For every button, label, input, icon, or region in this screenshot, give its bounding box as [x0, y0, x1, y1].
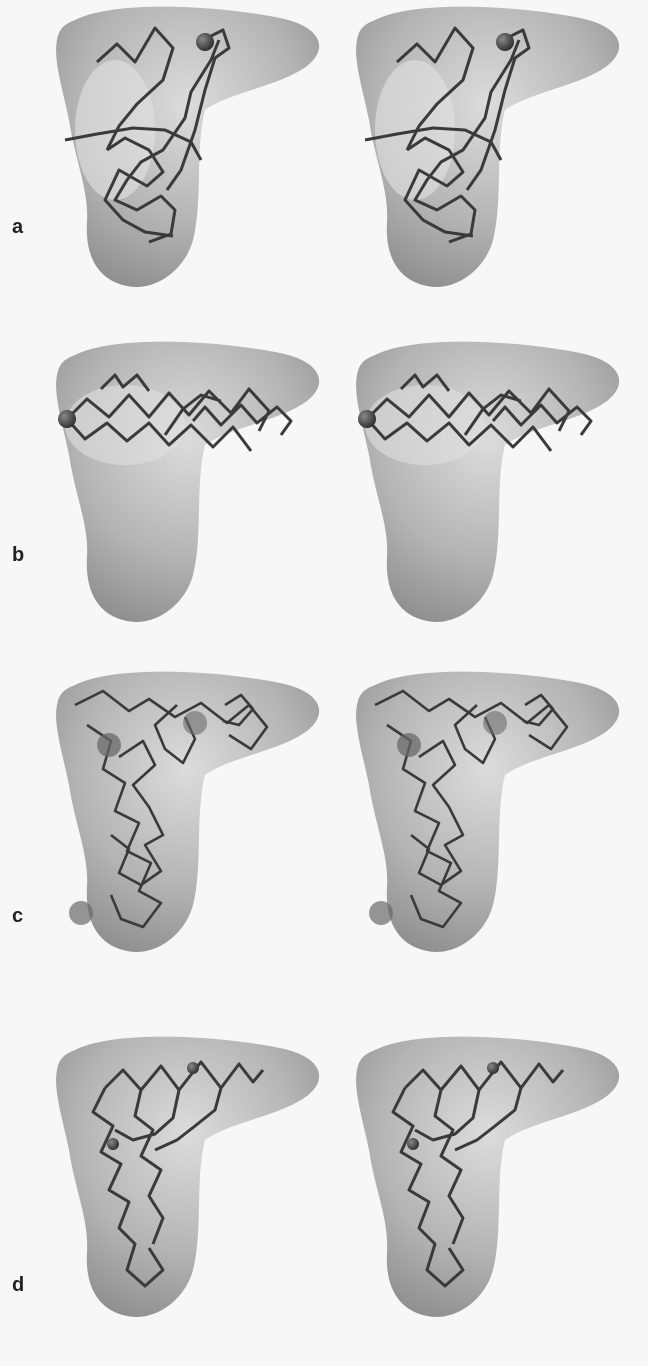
- panel-label-c: c: [12, 905, 23, 928]
- panel-label-b: b: [12, 544, 24, 567]
- panel-b-right-envelope: [356, 342, 619, 622]
- panel-b-left-envelope: [56, 342, 319, 622]
- panel-label-d: d: [12, 1274, 24, 1297]
- panel-label-a: a: [12, 216, 23, 239]
